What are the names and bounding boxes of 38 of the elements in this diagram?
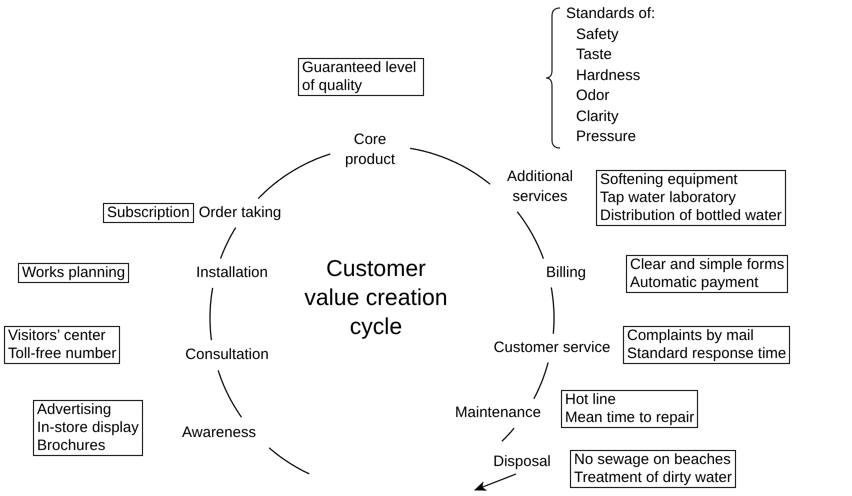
note-box: Softening equipment Tap water laboratory Distribution of bottled water <box>596 170 786 226</box>
standards-heading: Standards of: <box>566 4 656 24</box>
cycle-arc <box>268 447 310 474</box>
cycle-arc <box>209 288 214 340</box>
cycle-arc <box>533 362 549 400</box>
note-box: Advertising In-store display Brochures <box>33 400 143 456</box>
arrow <box>474 473 516 491</box>
standard-item: Odor <box>576 86 610 106</box>
stage-label: Additional services <box>495 167 585 207</box>
stage-label: Core product <box>335 130 405 170</box>
stage-label: Installation <box>182 263 282 283</box>
standard-item: Pressure <box>576 127 636 147</box>
stage-label: Customer service <box>482 338 622 358</box>
standard-item: Clarity <box>576 106 619 126</box>
diagram-title: Customer value creation cycle <box>303 254 449 341</box>
note-box: No sewage on beaches Treatment of dirty water <box>570 450 736 488</box>
stage-label: Billing <box>536 263 596 283</box>
cycle-arc <box>410 148 490 185</box>
stage-label: Disposal <box>482 452 562 472</box>
stage-label: Maintenance <box>443 403 553 423</box>
note-box: Guaranteed level of quality <box>298 58 424 96</box>
cycle-arc <box>516 211 544 259</box>
standard-item: Safety <box>576 24 619 44</box>
cycle-arc <box>220 227 236 259</box>
note-box: Complaints by mail Standard response time <box>623 326 790 364</box>
note-box: Works planning <box>18 263 130 283</box>
stage-label: Awareness <box>169 423 269 443</box>
cycle-arc <box>218 370 242 418</box>
note-box: Visitors’ center Toll-free number <box>4 326 120 364</box>
cycle-arc <box>258 153 330 200</box>
note-box: Hot line Mean time to repair <box>561 390 698 428</box>
note-box: Subscription <box>103 203 194 223</box>
standard-item: Hardness <box>576 66 640 86</box>
cycle-arc <box>501 428 515 442</box>
standard-item: Taste <box>576 45 612 65</box>
note-box: Clear and simple forms Automatic payment <box>626 255 788 293</box>
stage-label: Consultation <box>172 345 282 365</box>
cycle-arc <box>550 287 555 334</box>
